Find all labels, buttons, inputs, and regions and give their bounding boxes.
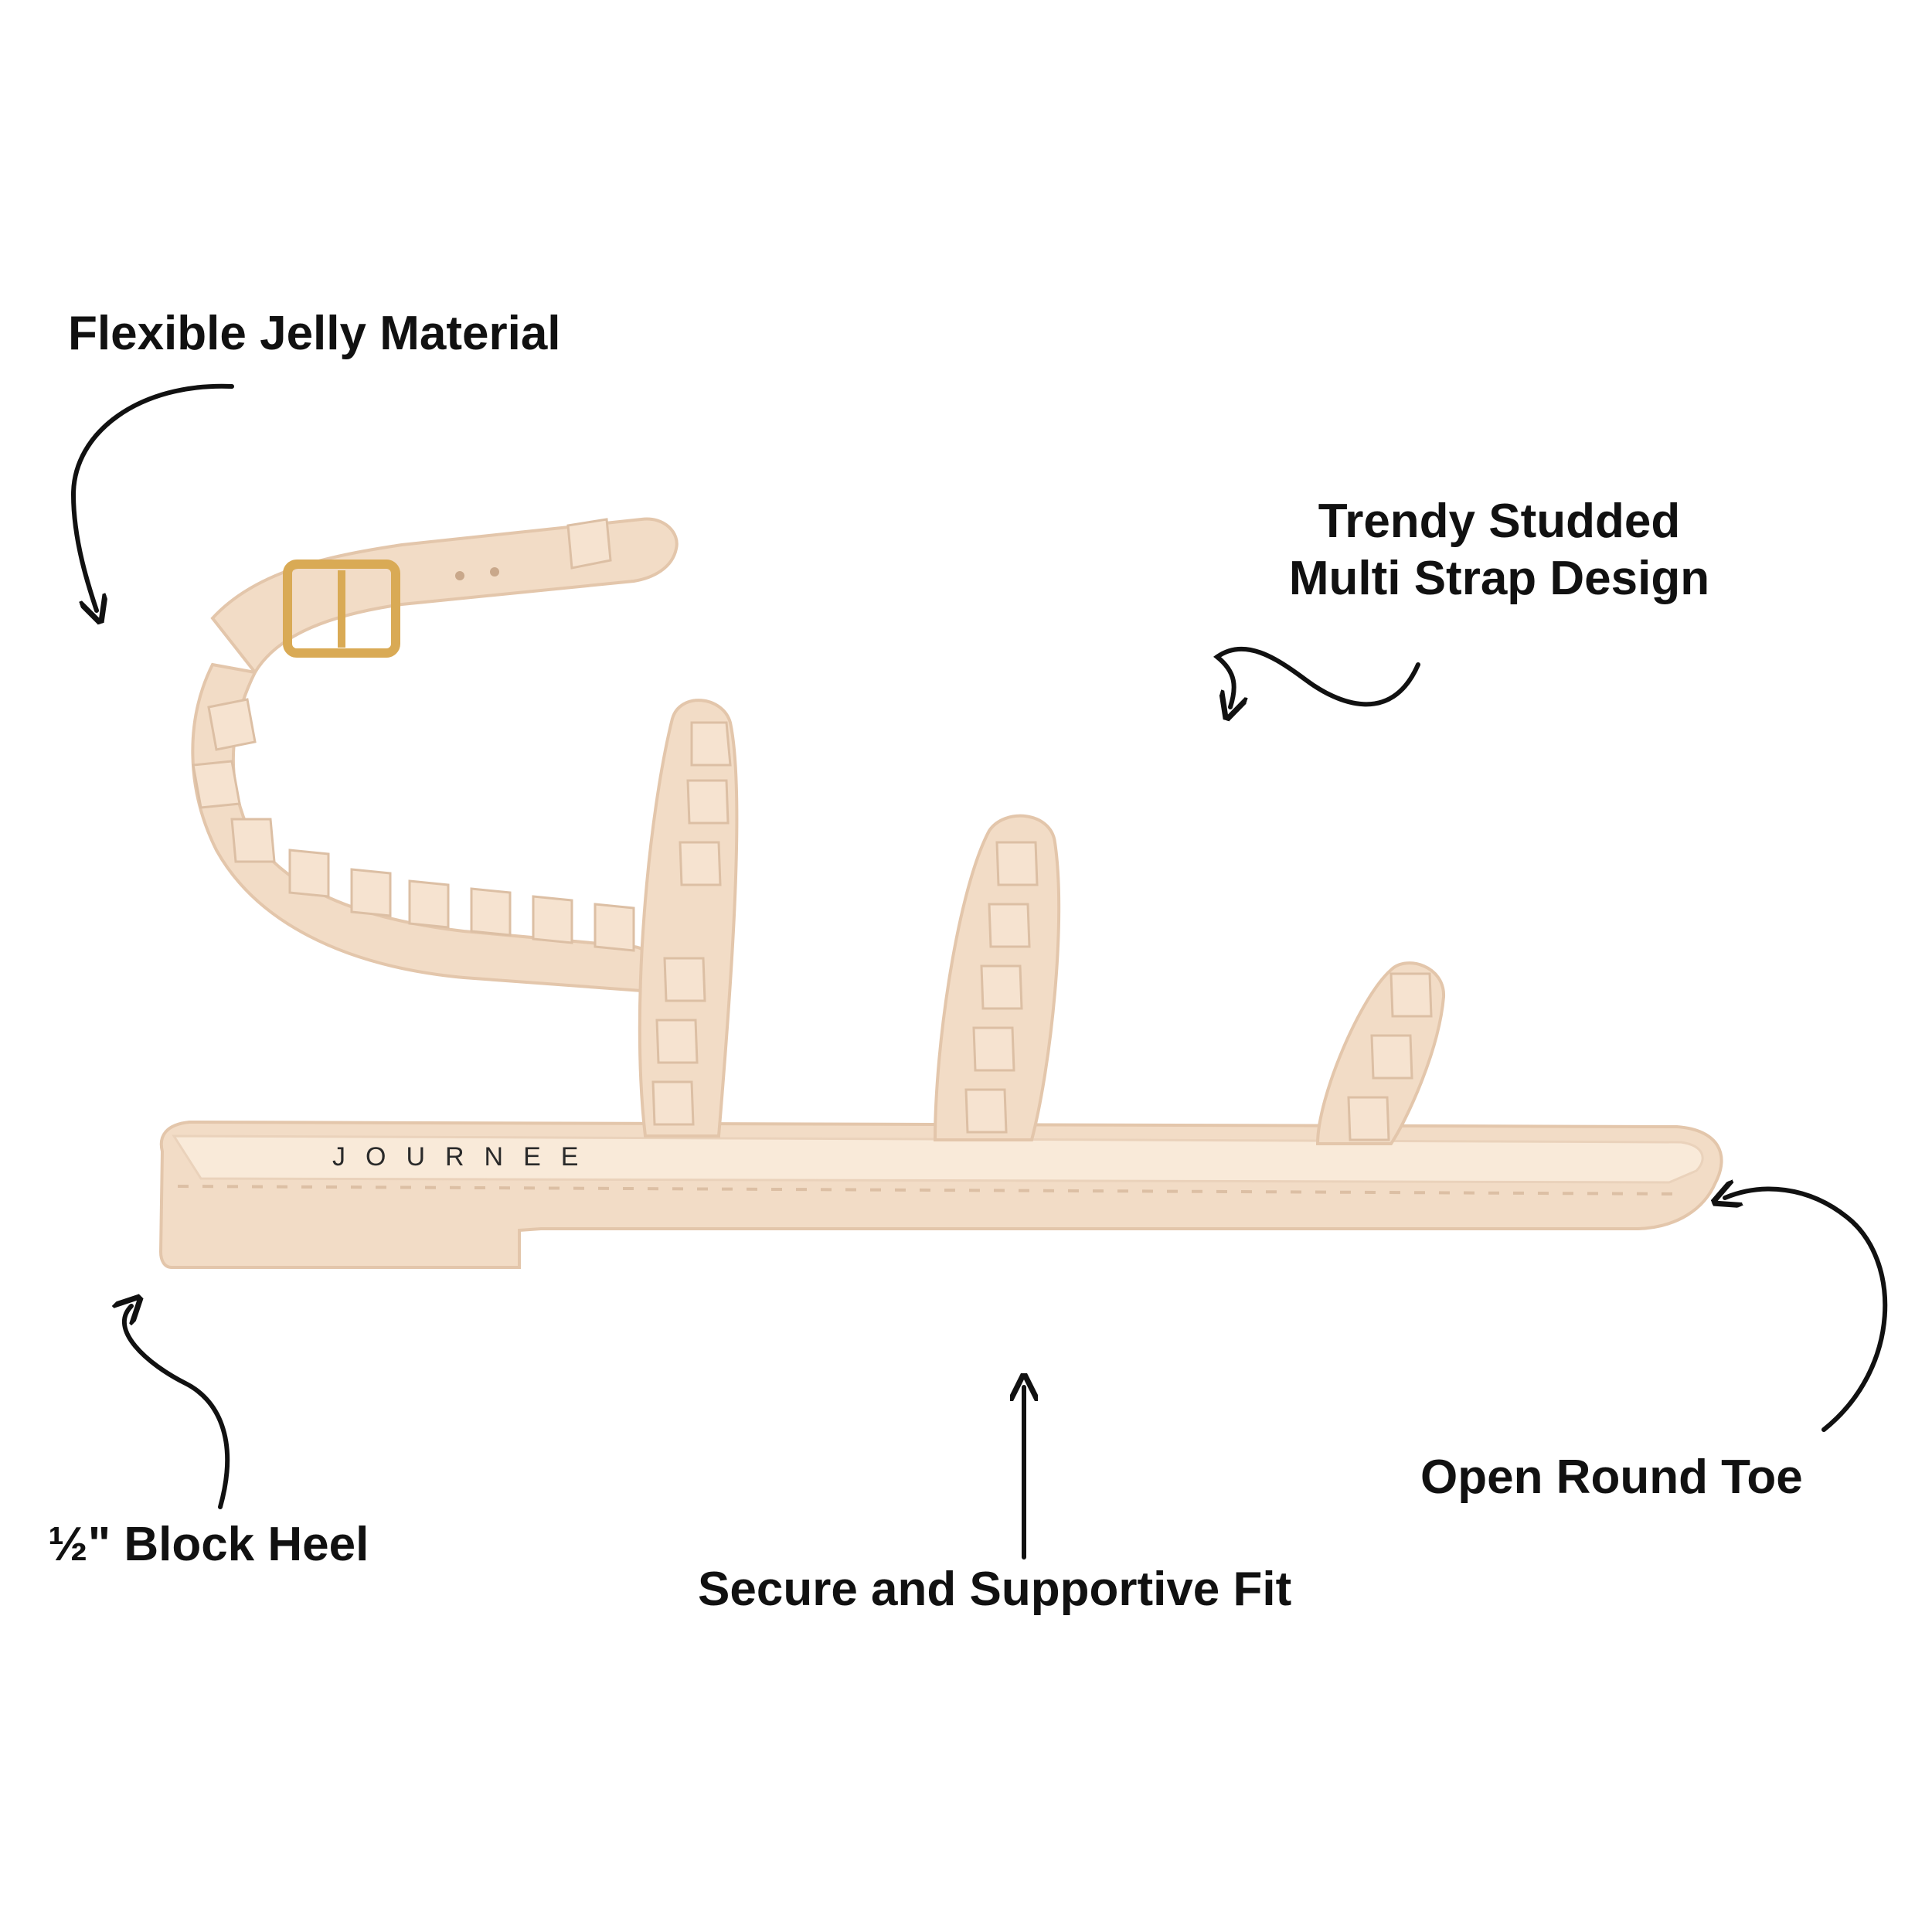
- fit-callout: Secure and Supportive Fit: [698, 1563, 1292, 1616]
- ankle-strap: [191, 517, 679, 993]
- design-callout-line1: Trendy Studded: [1318, 495, 1681, 548]
- front-strap-studs: [651, 721, 1433, 1141]
- toe-callout: Open Round Toe: [1420, 1451, 1803, 1504]
- insole-brand: JOURNEE: [332, 1142, 598, 1172]
- design-callout: Trendy Studded Multi Strap Design: [1236, 493, 1762, 608]
- front-straps: [638, 699, 1446, 1145]
- material-arrow: [70, 383, 234, 611]
- sandal-sole: [158, 1120, 1723, 1269]
- design-callout-line2: Multi Strap Design: [1288, 552, 1710, 606]
- heel-callout: ½" Block Heel: [48, 1518, 369, 1571]
- material-callout: Flexible Jelly Material: [68, 307, 561, 360]
- design-arrow: [1213, 646, 1420, 707]
- toe-arrow: [1725, 1189, 1888, 1432]
- callout-arrows: [70, 383, 1888, 1560]
- heel-arrow: [124, 1306, 230, 1509]
- ankle-strap-studs: [192, 518, 635, 952]
